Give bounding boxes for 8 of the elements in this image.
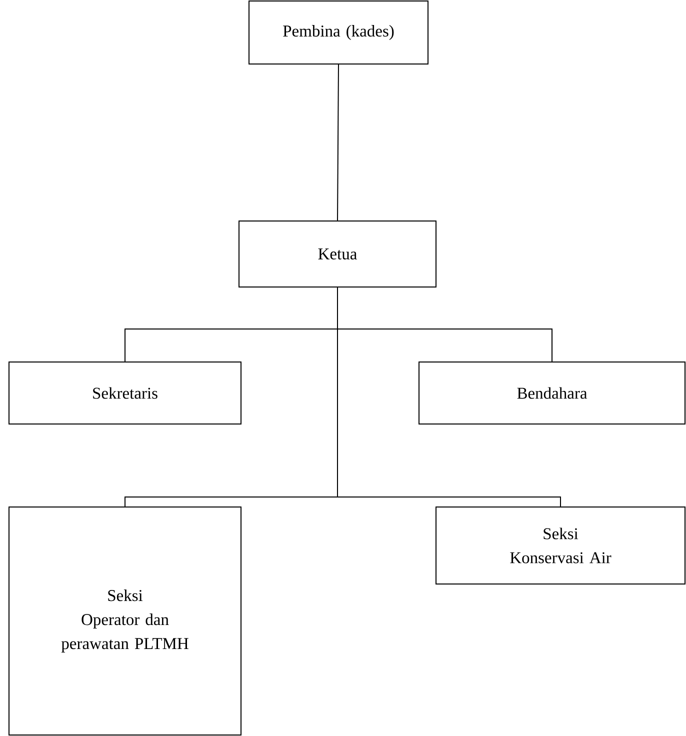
org-box: Sekretaris (8, 362, 242, 424)
org-box: Ketua (238, 220, 436, 288)
org-box: Pembina (kades) (248, 0, 428, 64)
org-box: Bendahara (418, 362, 686, 424)
org-box: Seksi Operator dan perawatan PLTMH (8, 506, 242, 736)
org-box: Seksi Konservasi Air (436, 506, 686, 584)
connector-line (337, 287, 561, 507)
connector-line (337, 64, 339, 221)
